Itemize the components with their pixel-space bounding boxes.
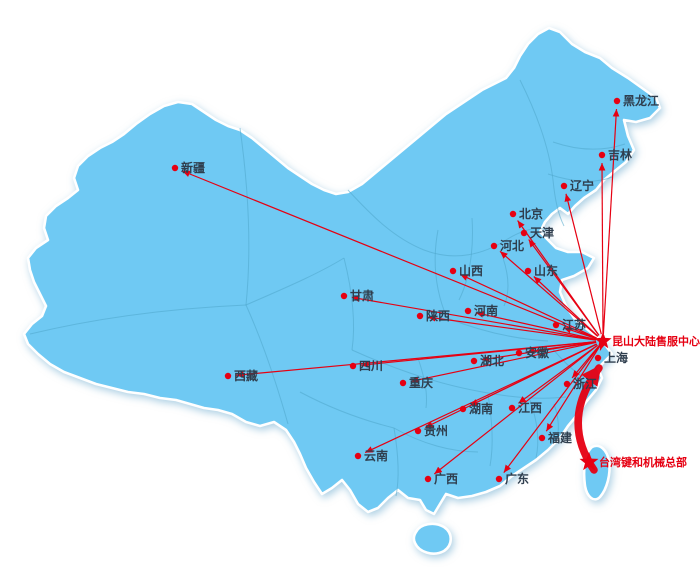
china-landmass: [22, 26, 662, 555]
province-dot: [520, 229, 528, 237]
province-label: 江西: [518, 400, 542, 415]
province-dot: [399, 379, 407, 387]
province-label: 四川: [359, 359, 383, 373]
province-label: 陕西: [426, 308, 450, 323]
province-label: 黑龙江: [623, 93, 659, 108]
route-arrow: [598, 162, 606, 335]
province-dot: [464, 307, 472, 315]
province-dot: [224, 372, 232, 380]
province-dot: [349, 362, 357, 370]
hainan-island: [412, 522, 453, 555]
province-dot: [340, 292, 348, 300]
province-label: 江苏: [562, 317, 586, 332]
route-arrow: [602, 108, 620, 335]
taiwan-hq-label: 台湾键和机械总部: [599, 455, 687, 469]
province-label: 云南: [364, 448, 388, 463]
route-arrow: [351, 295, 597, 341]
route-arrow: [182, 170, 597, 339]
route-arrow: [235, 341, 597, 378]
province-dot: [552, 321, 560, 329]
taiwan-star-icon: [579, 452, 599, 471]
route-arrow: [410, 341, 597, 384]
route-arrow: [481, 341, 597, 362]
hub-label: 昆山大陆售服中心: [612, 334, 700, 348]
province-label: 浙江: [573, 376, 597, 391]
province-label: 吉林: [608, 147, 632, 162]
province-label: 广东: [505, 471, 529, 486]
province-dot: [490, 242, 498, 250]
route-arrow: [563, 326, 597, 340]
province-dot: [524, 267, 532, 275]
province-label: 新疆: [181, 160, 205, 175]
route-arrow: [459, 273, 597, 339]
province-label: 福建: [547, 430, 573, 445]
province-label: 甘肃: [350, 288, 374, 303]
route-arrow: [433, 344, 598, 475]
province-dot: [613, 97, 621, 105]
province-dot: [563, 380, 571, 388]
province-label: 贵州: [424, 423, 448, 438]
province-dot: [560, 182, 568, 190]
province-label: 湖南: [469, 401, 493, 416]
route-arrow: [427, 314, 597, 341]
route-arrow: [545, 346, 600, 432]
province-dot: [594, 354, 602, 362]
route-arrow: [528, 239, 600, 336]
province-dot: [449, 267, 457, 275]
route-arrow: [571, 346, 599, 379]
province-label: 重庆: [409, 375, 433, 390]
route-arrow: [499, 250, 599, 337]
province-dot: [424, 475, 432, 483]
province-label: 山西: [459, 263, 483, 278]
province-dot: [538, 434, 546, 442]
province-dot: [598, 151, 606, 159]
route-arrow: [533, 276, 599, 337]
route-arrow: [599, 342, 606, 351]
province-dot: [508, 404, 516, 412]
province-label: 湖北: [480, 353, 504, 368]
province-dot: [470, 357, 478, 365]
province-label: 北京: [519, 206, 543, 221]
province-label: 河北: [499, 238, 524, 253]
hub-star-icon: [594, 332, 612, 349]
province-label: 安徽: [525, 345, 550, 360]
province-label: 山东: [534, 263, 558, 278]
province-label: 广西: [434, 471, 458, 486]
province-dot: [495, 475, 503, 483]
province-dot: [459, 405, 467, 413]
province-dot: [416, 312, 424, 320]
province-dot: [171, 164, 179, 172]
mainland-outline: [22, 26, 662, 516]
province-label: 天津: [530, 225, 554, 240]
province-label: 辽宁: [570, 178, 594, 193]
route-arrow: [564, 193, 602, 335]
province-dot: [515, 349, 523, 357]
province-dot: [509, 210, 517, 218]
route-arrow: [475, 311, 597, 341]
route-arrow: [518, 344, 598, 404]
province-dot: [414, 427, 422, 435]
province-label: 河南: [473, 303, 498, 318]
province-label: 上海: [604, 350, 628, 365]
province-dot: [354, 452, 362, 460]
route-arrows: [182, 108, 620, 475]
province-label: 西藏: [234, 368, 258, 383]
route-arrow: [364, 343, 597, 454]
